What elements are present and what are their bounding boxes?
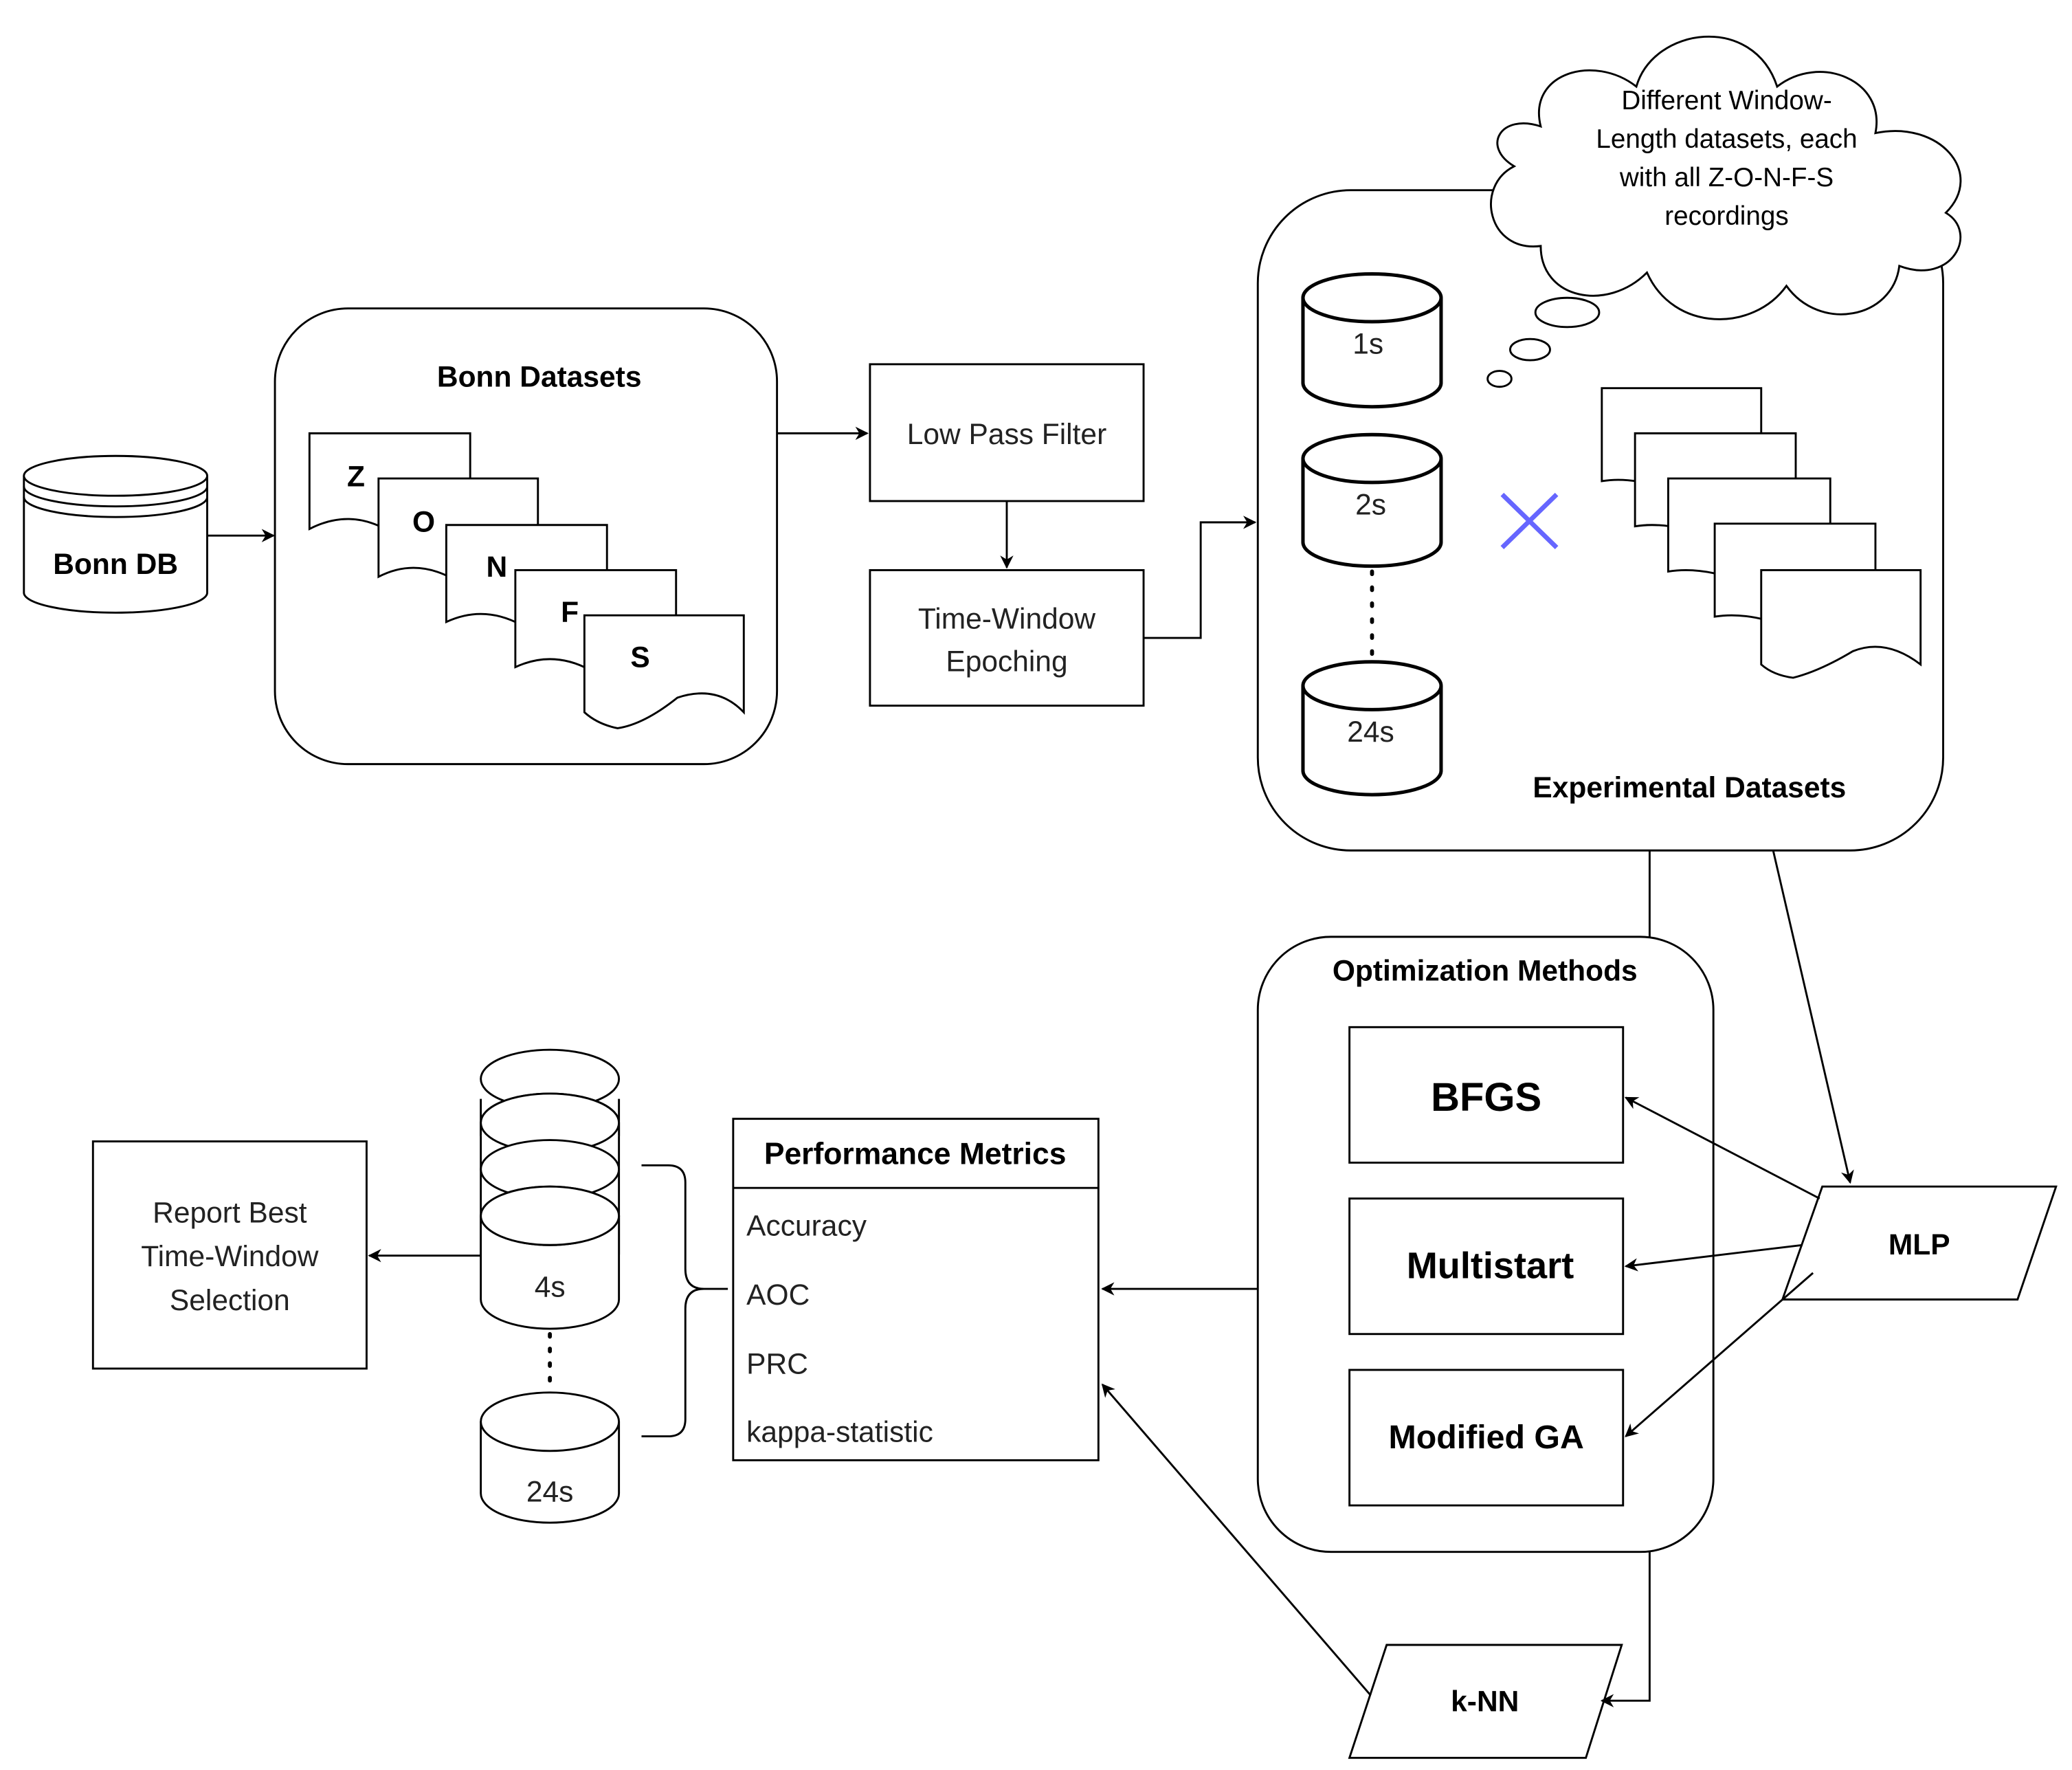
- edge-optimization-to-knn: [1600, 1551, 1651, 1707]
- report-node[interactable]: Report Best Time-Window Selection: [91, 1140, 368, 1370]
- edge-knn-to-metrics: [1101, 1383, 1372, 1696]
- bonn-db-label: Bonn DB: [53, 549, 178, 581]
- report-line3: Selection: [170, 1285, 290, 1317]
- edge-mlp-to-multistart: [1624, 1243, 1803, 1272]
- window-1s-cylinder[interactable]: 1s: [1301, 272, 1443, 409]
- report-line1: Report Best: [153, 1197, 307, 1229]
- mlp-node[interactable]: MLP: [1781, 1185, 2058, 1301]
- metric-prc: PRC: [746, 1349, 808, 1381]
- method-modified-ga[interactable]: Modified GA: [1348, 1369, 1625, 1507]
- doc-s-label: S: [630, 642, 649, 674]
- window-1s-label: 1s: [1352, 328, 1383, 360]
- report-line2: Time-Window: [141, 1241, 318, 1273]
- epoching-label-line1: Time-Window: [918, 603, 1095, 635]
- results-stack-24s[interactable]: 24s: [480, 1391, 621, 1524]
- brace: [641, 1164, 728, 1438]
- time-window-epoching-node[interactable]: Time-Window Epoching: [869, 569, 1145, 707]
- method-bfgs[interactable]: BFGS: [1348, 1026, 1625, 1164]
- performance-metrics-table[interactable]: Performance Metrics Accuracy AOC PRC kap…: [732, 1118, 1100, 1461]
- thought-bubbles: [1486, 296, 1601, 388]
- method-modified-ga-label: Modified GA: [1388, 1419, 1583, 1456]
- edge-experimental-to-mlp: [1772, 850, 1854, 1184]
- cloud-line2: Length datasets, each: [1596, 124, 1857, 154]
- window-2s-label: 2s: [1355, 489, 1386, 521]
- method-multistart-label: Multistart: [1407, 1246, 1574, 1287]
- results-24s-label: 24s: [526, 1476, 574, 1508]
- metric-accuracy: Accuracy: [746, 1210, 867, 1243]
- doc-s[interactable]: S: [583, 614, 745, 729]
- epoching-label-line2: Epoching: [946, 645, 1067, 678]
- knn-node[interactable]: k-NN: [1348, 1644, 1623, 1759]
- knn-label: k-NN: [1451, 1686, 1519, 1718]
- low-pass-filter-node[interactable]: Low Pass Filter: [869, 363, 1145, 502]
- edge-mlp-to-bfgs: [1624, 1096, 1820, 1199]
- low-pass-filter-label: Low Pass Filter: [907, 419, 1107, 451]
- results-stack-4s[interactable]: 4s: [480, 1048, 621, 1330]
- window-2s-cylinder[interactable]: 2s: [1301, 432, 1443, 568]
- method-bfgs-label: BFGS: [1431, 1076, 1541, 1120]
- results-4s-label: 4s: [535, 1272, 566, 1304]
- cloud-line4: recordings: [1664, 201, 1788, 231]
- doc-z-label: Z: [347, 461, 365, 494]
- experimental-doc-stack: [1601, 387, 1922, 679]
- mlp-label: MLP: [1889, 1229, 1950, 1261]
- window-24s-cylinder[interactable]: 24s: [1301, 660, 1443, 797]
- bonn-datasets-title: Bonn Datasets: [437, 362, 642, 394]
- method-multistart[interactable]: Multistart: [1348, 1197, 1625, 1336]
- metric-aoc: AOC: [746, 1279, 810, 1312]
- cloud-line1: Different Window-: [1621, 86, 1831, 115]
- edge-epoching-to-experimental: [1144, 516, 1257, 639]
- thought-cloud: Different Window- Length datasets, each …: [1490, 35, 1962, 320]
- doc-o-label: O: [412, 506, 435, 538]
- bonn-db-node[interactable]: Bonn DB: [23, 454, 208, 614]
- edge-mlp-to-modified-ga: [1625, 1272, 1814, 1437]
- metric-kappa: kappa-statistic: [746, 1416, 933, 1448]
- cloud-line3: with all Z-O-N-F-S: [1619, 163, 1834, 192]
- multiply-icon: [1500, 492, 1559, 550]
- optimization-methods-title: Optimization Methods: [1333, 955, 1638, 988]
- experimental-datasets-title: Experimental Datasets: [1533, 772, 1846, 804]
- doc-n-label: N: [486, 551, 507, 584]
- doc-f-label: F: [561, 597, 579, 629]
- window-24s-label: 24s: [1347, 716, 1394, 749]
- performance-metrics-title: Performance Metrics: [764, 1137, 1067, 1171]
